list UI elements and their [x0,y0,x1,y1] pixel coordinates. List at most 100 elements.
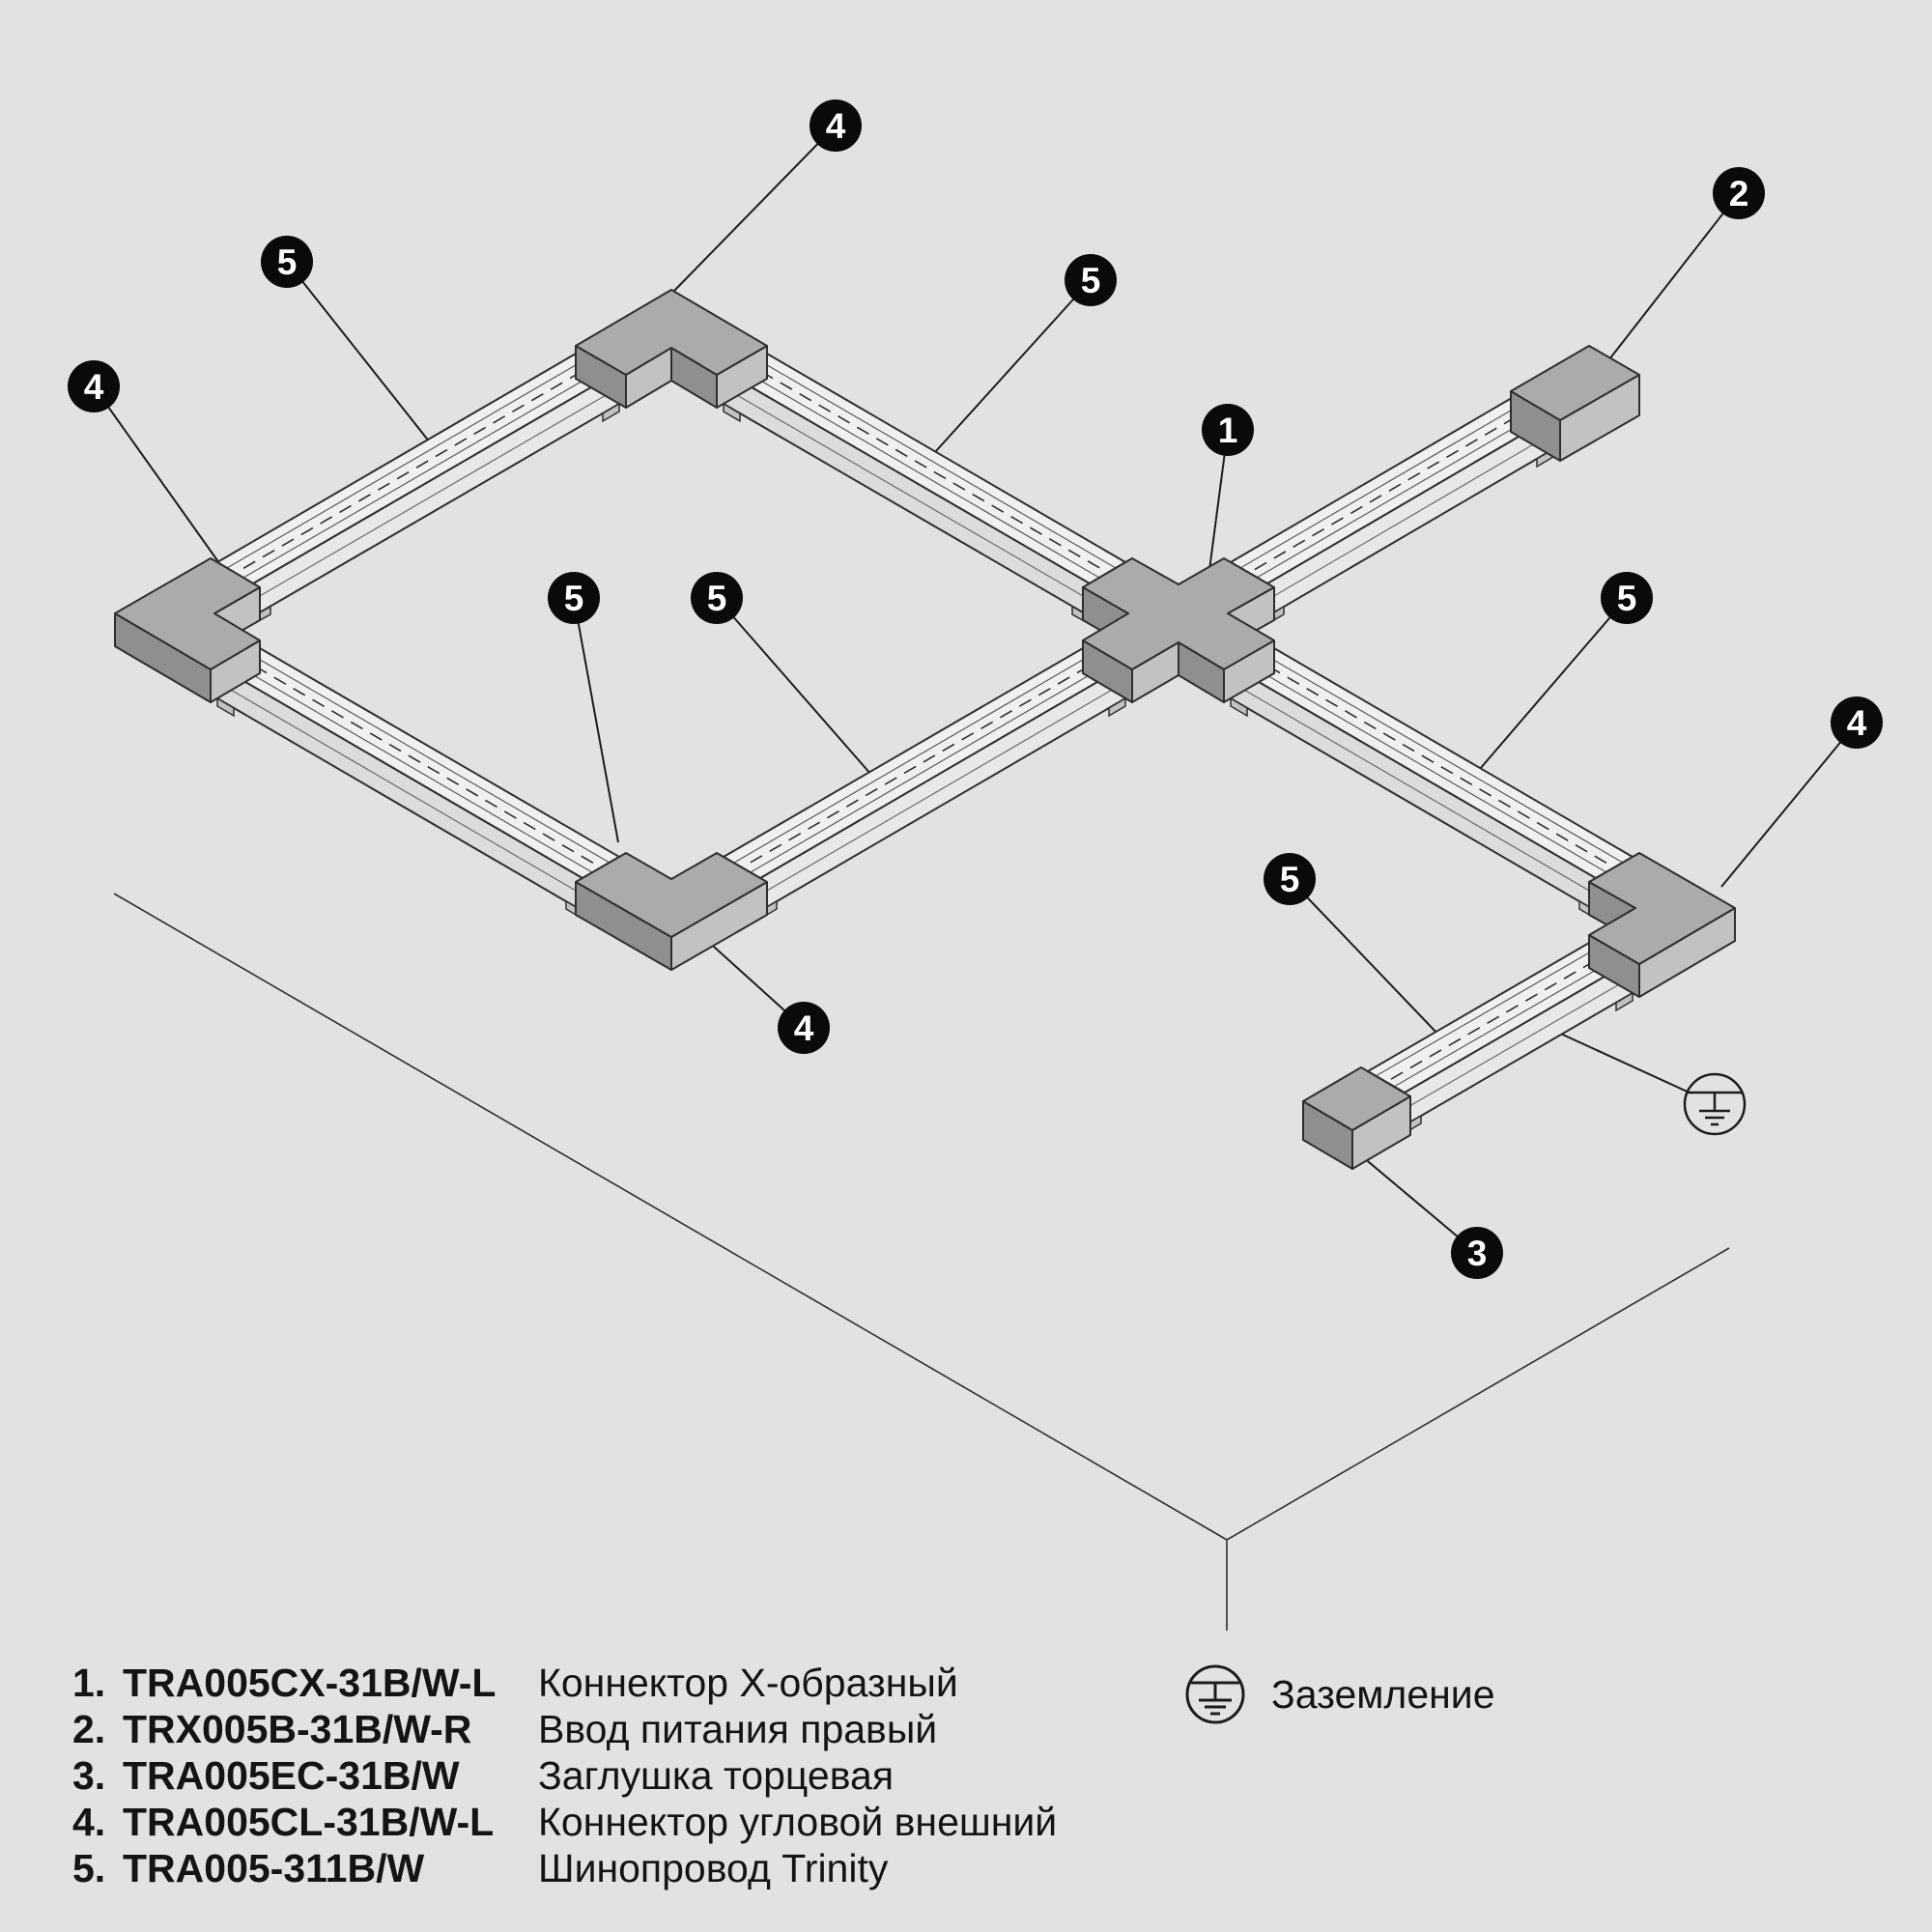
legend-item-number: 5. [72,1846,106,1890]
callout-corner-bottom: 4 [778,1002,830,1054]
callout-number: 5 [564,579,584,618]
callout-track-top-right: 5 [1065,254,1117,306]
outline-line-left [113,893,1228,1541]
x-connector [1082,557,1275,703]
track-groove-line [1256,649,1624,864]
legend-item-number: 4. [72,1800,106,1844]
corner-connector-top [575,289,768,409]
outline-line-right [1226,1247,1730,1541]
leader-corner-left [93,385,225,571]
track-groove-line [226,659,593,873]
callout-number: 5 [277,242,298,282]
callout-circle [1065,254,1117,306]
leader-track-bottom-right [716,597,872,776]
ground-legend-icon [1185,1664,1245,1724]
legend-item-description: Ввод питания правый [538,1707,938,1751]
track-center-dashline [741,654,1109,868]
leader-track-bottom-left [573,597,619,843]
callout-corner-right: 4 [1831,696,1883,749]
track-bottom-left [216,643,620,912]
mount-tab [1615,991,1634,1012]
callout-track-top-left: 5 [261,236,313,288]
callout-track-bottom-left: 5 [548,572,600,624]
corner-connector-left [114,557,261,703]
callout-circle [1601,572,1653,624]
callout-circle [778,1002,830,1054]
connector-top-face [575,852,768,938]
legend-item-code: TRA005CX-31B/W-L [123,1661,497,1705]
connector-top-face [1510,345,1640,421]
callout-number: 5 [1081,261,1101,300]
callout-circle [810,99,862,152]
track-groove-line [242,364,611,579]
mount-tab [602,402,620,423]
callout-corner-left: 4 [68,360,120,412]
track-center-dashline [235,359,602,574]
callout-circle [1264,853,1316,905]
callout-track-end-run: 5 [1264,853,1316,905]
callout-circle [1202,404,1254,456]
track-groove-line [1393,953,1624,1088]
track-groove-line [1239,659,1607,873]
ground-symbol-circle [1185,1664,1245,1724]
callout-x-connector: 1 [1202,404,1254,456]
track-groove-line [1256,410,1545,579]
legend-item: 4. TRA005CL-31B/W-L Коннектор угловой вн… [72,1799,1057,1845]
track-center-dashline [235,654,602,868]
track-groove-line [733,649,1100,864]
callout-power-feed: 2 [1713,167,1765,219]
callout-circle [548,572,600,624]
ground-legend: Заземление [1184,1663,1495,1725]
end-cap [1302,1066,1411,1170]
callout-circle [691,572,743,624]
legend-item-code: TRX005B-31B/W-R [123,1707,472,1751]
legend-item-description: Заглушка торцевая [538,1753,895,1798]
callout-number: 3 [1467,1234,1488,1273]
callout-circle [261,236,313,288]
leader-track-right [1479,597,1628,770]
callout-circle [1451,1227,1503,1279]
legend-item: 5. TRA005-311B/W Шинопровод Trinity [72,1845,1057,1891]
legend-item-description: Коннектор угловой внешний [538,1800,1058,1844]
mount-tab [1108,696,1126,718]
ground-symbol [1683,1072,1747,1136]
track-bottom-right [723,643,1126,912]
legend-item: 2. TRX005B-31B/W-R Ввод питания правый [72,1706,1057,1752]
ground-label: Заземление [1271,1671,1495,1717]
track-center-dashline [1248,654,1615,868]
legend-item: 1. TRA005CX-31B/W-L Коннектор Х-образный [72,1660,1057,1706]
connector-top-face [1082,557,1275,670]
track-groove-line [750,355,1117,569]
track-top-right [723,349,1126,617]
legend: 1. TRA005CX-31B/W-L Коннектор Х-образный… [72,1660,1057,1891]
track-groove-line [226,355,593,569]
track-center-dashline [741,359,1109,574]
track-groove-line [1239,400,1528,569]
callout-circle [1831,696,1883,749]
legend-item-number: 2. [72,1707,106,1751]
legend-item-code: TRA005CL-31B/W-L [123,1800,495,1844]
callout-number: 5 [1280,860,1300,899]
track-groove-line [750,659,1117,873]
callout-circle [1713,167,1765,219]
legend-item-code: TRA005-311B/W [123,1846,425,1890]
track-groove-line [733,364,1100,579]
track-groove-line [1375,943,1605,1077]
leader-lines [93,125,1858,1254]
power-feed [1510,345,1640,462]
leader-track-top-left [286,261,431,443]
track-feed-run [1230,394,1554,617]
callout-circle [68,360,120,412]
legend-item-code: TRA005EC-31B/W [123,1753,460,1798]
mount-tab [216,696,235,718]
callout-corner-top: 4 [810,99,862,152]
callout-track-right: 5 [1601,572,1653,624]
leader-track-end-run [1289,878,1440,1037]
callout-number: 4 [794,1009,814,1048]
corner-connector-bottom [575,852,768,971]
track-front-line [723,386,1091,601]
callout-number: 4 [1847,703,1867,743]
callout-number: 1 [1218,411,1238,450]
